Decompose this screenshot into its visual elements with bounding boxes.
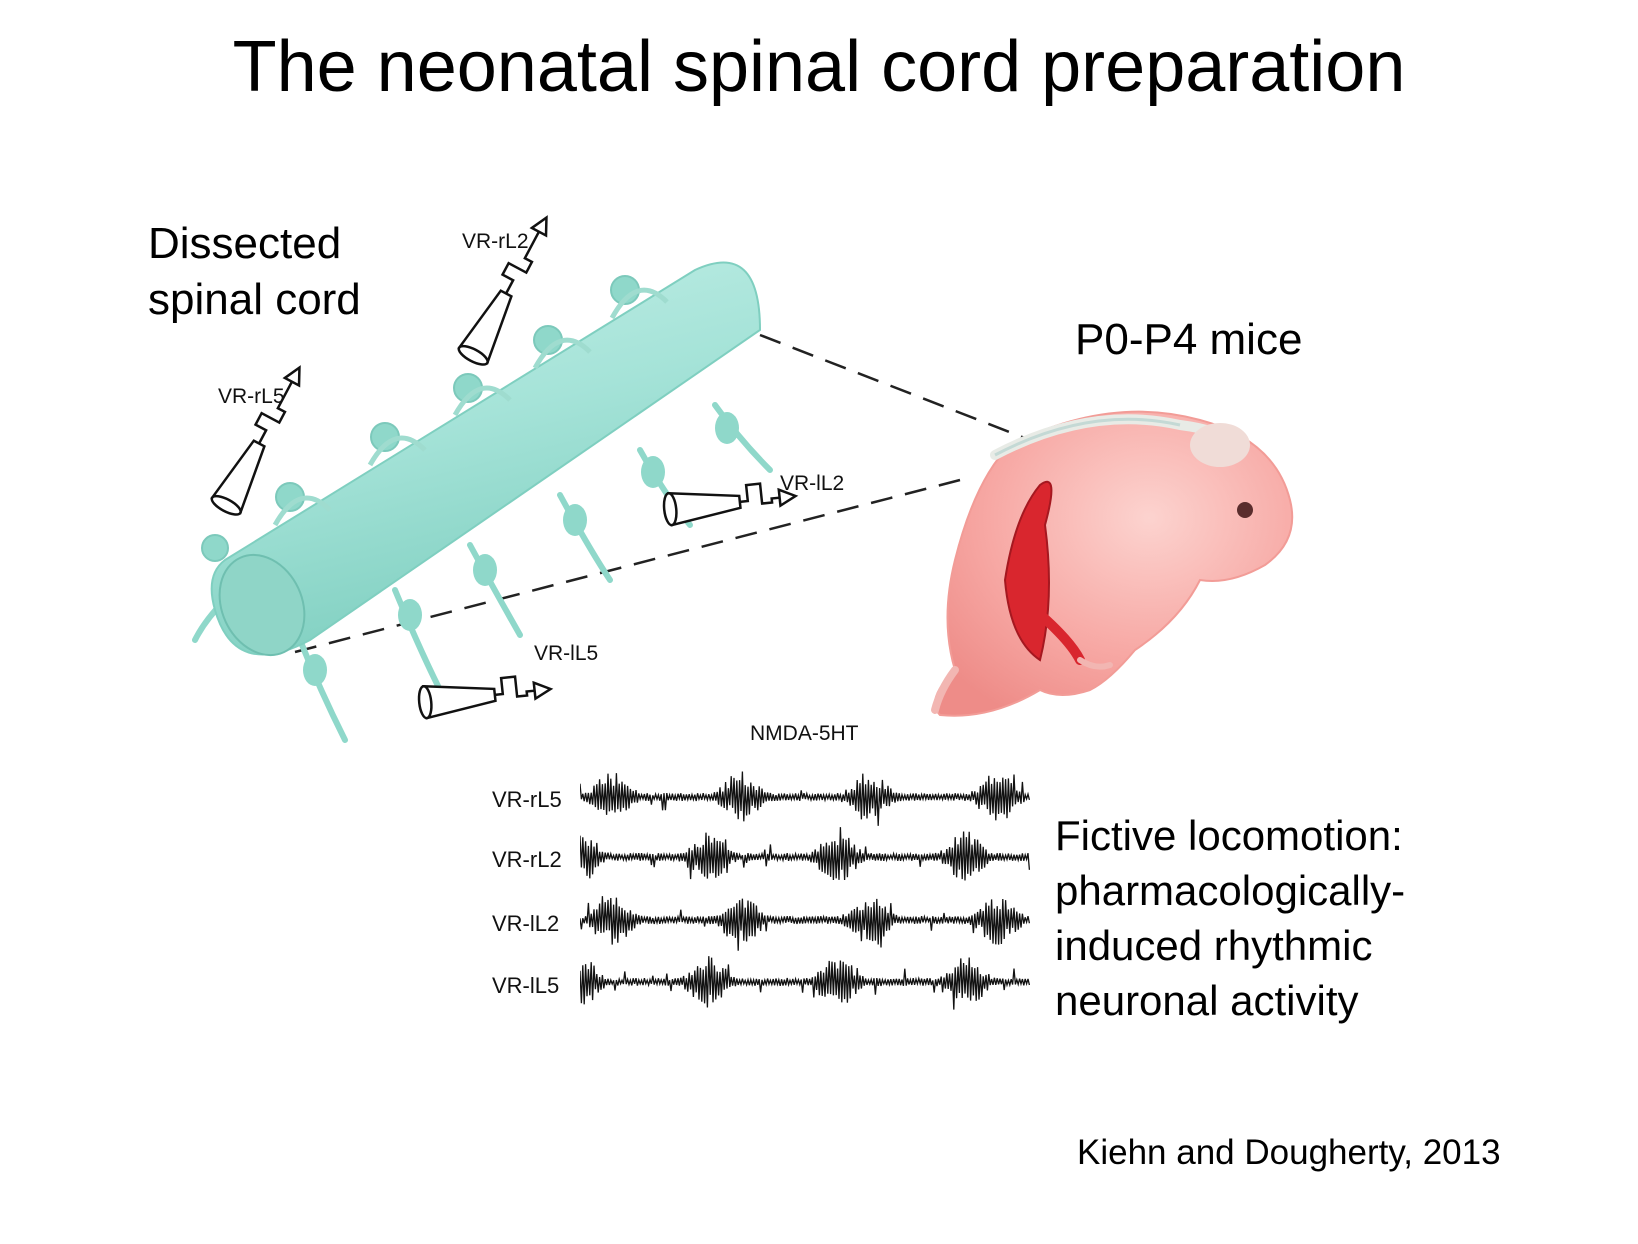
fictive-label-line1: Fictive locomotion: [1055,812,1403,859]
suction-electrode-icon [457,215,548,366]
dissected-label: Dissected spinal cord [148,216,361,328]
citation: Kiehn and Dougherty, 2013 [1077,1133,1501,1172]
root-arches [272,287,669,527]
trace-label-vr-rl5: VR-rL5 [492,787,562,812]
slide-title: The neonatal spinal cord preparation [232,27,1406,107]
dissected-label-line2: spinal cord [148,275,361,324]
trace-label-vr-il5: VR-lL5 [492,973,560,998]
lower-ganglia [303,412,739,686]
condition-label: NMDA-5HT [750,722,859,745]
electrode-label-vr-rl5: VR-rL5 [218,385,285,408]
spinal-cord-cut-end [218,553,306,657]
recording-traces [580,771,1031,1010]
trace-vr-ll5 [580,956,1031,1010]
dissected-label-line1: Dissected [148,219,342,268]
trace-vr-ll2 [580,896,1031,951]
fictive-label-line2: pharmacologically- [1055,867,1406,914]
mouse-illustration [931,410,1294,717]
trace-vr-rl5 [580,771,1031,826]
trace-label-vr-rl2: VR-rL2 [492,847,562,872]
mice-label: P0-P4 mice [1075,315,1303,364]
projection-line-upper [759,333,1031,442]
trace-label-vr-il2: VR-lL2 [492,911,560,936]
fictive-locomotion-label: Fictive locomotion: pharmacologically- i… [1055,808,1405,1028]
electrode-label-vr-rl2: VR-rL2 [462,230,529,253]
fictive-label-line3: induced rhythmic [1055,922,1373,969]
electrode-label-vr-il5: VR-lL5 [534,642,599,665]
upper-roots [201,275,640,562]
electrode-label-vr-il2: VR-lL2 [780,472,845,495]
suction-electrode-icon [662,482,799,527]
trace-vr-rl2 [580,827,1031,881]
suction-electrode-icon [210,365,301,516]
fictive-label-line4: neuronal activity [1055,977,1359,1024]
suction-electrode-icon [417,675,554,720]
